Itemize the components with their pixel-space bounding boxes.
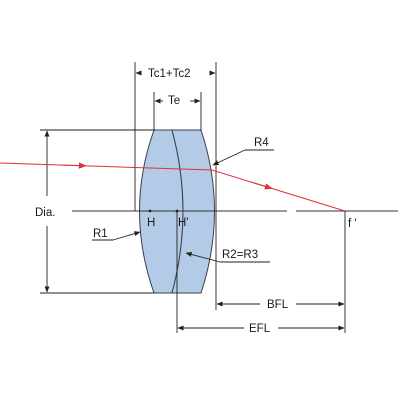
bfl-label: BFL: [267, 299, 289, 311]
h-prime-label: H': [178, 217, 189, 229]
r1-label: R1: [93, 228, 108, 240]
efl-label: EFL: [249, 323, 271, 335]
r2r3-label: R2=R3: [222, 249, 258, 261]
dia-label: Dia.: [35, 207, 55, 219]
lens-element-2: [171, 129, 215, 294]
r4-label: R4: [254, 137, 269, 149]
f-prime-label: f ': [348, 218, 357, 230]
r1-leader-arrow: [112, 231, 141, 241]
ray-arrow-left: [59, 162, 87, 169]
tc-sum-label: Tc1+Tc2: [148, 68, 191, 80]
h-label: H: [147, 217, 155, 229]
principal-point-h: [148, 209, 152, 213]
ray-arrow-right: [249, 181, 273, 190]
r4-leader-arrow: [212, 149, 246, 166]
te-label: Te: [168, 95, 180, 107]
r2r3-leader-arrow: [185, 252, 221, 263]
